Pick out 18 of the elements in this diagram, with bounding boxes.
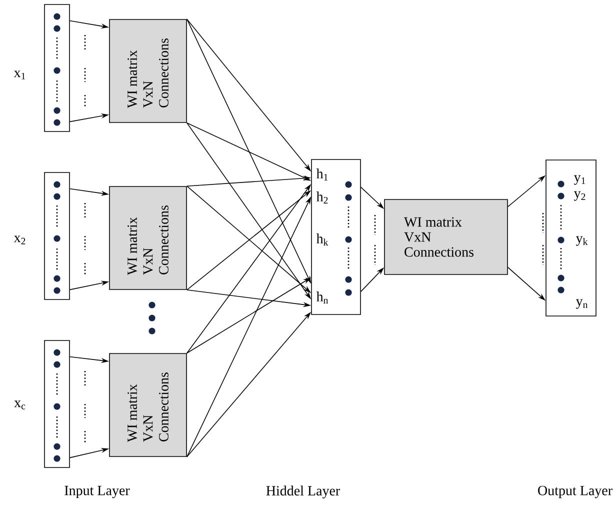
input-label: x$_{2}$ xyxy=(14,236,26,244)
matrix-box: WI matrix VxN Connections xyxy=(109,19,187,123)
neuron-label: h$_{2}$ xyxy=(316,192,328,204)
neuron-label: h$_{k}$ xyxy=(316,234,328,246)
neuron-label: h$_{n}$ xyxy=(316,292,328,304)
input-label: x$_{c}$ xyxy=(14,400,26,410)
layer-label: Output Layer xyxy=(538,486,612,498)
input-label: x$_{1}$ xyxy=(14,70,26,80)
neuron-label: y$_{2}$ xyxy=(574,191,586,201)
neuron-label: y$_{1}$ xyxy=(574,175,586,185)
layer-label: Hiddel Layer xyxy=(266,486,340,498)
matrix-box: WI matrix VxN Connections xyxy=(109,353,187,457)
neuron-label: y$_{n}$ xyxy=(576,299,588,309)
layer-label: Input Layer xyxy=(64,486,130,498)
neuron-label: y$_{k}$ xyxy=(576,236,588,246)
neuron-label: h$_{1}$ xyxy=(316,168,328,180)
matrix-box: WI matrix VxN Connections xyxy=(384,199,508,275)
matrix-box: WI matrix VxN Connections xyxy=(109,186,187,290)
